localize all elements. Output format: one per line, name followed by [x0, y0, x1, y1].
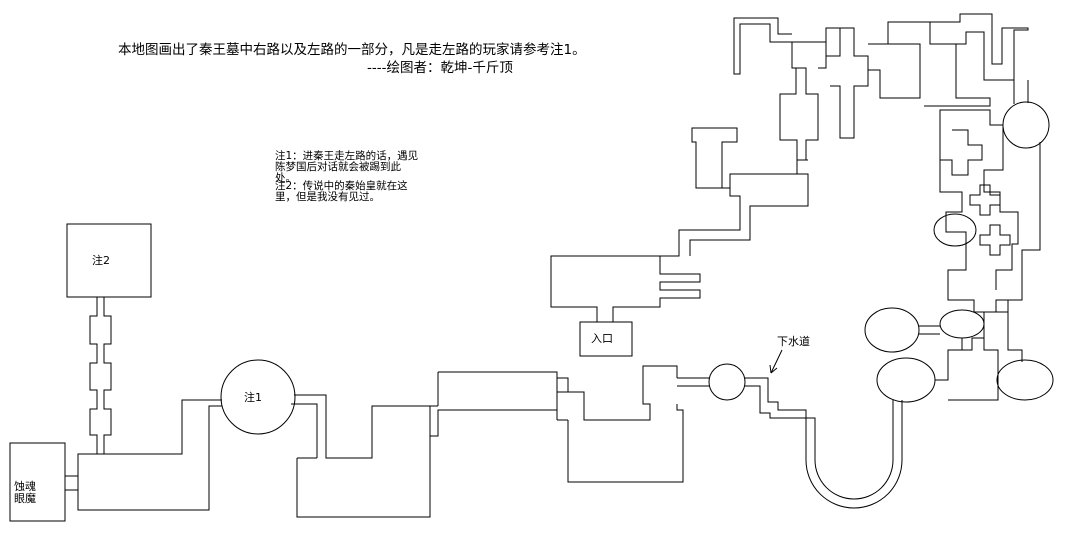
demon-room: [9, 442, 66, 522]
middle-room: [429, 371, 569, 437]
note1-room: [220, 359, 296, 435]
right-cross-rooms: [940, 129, 1011, 256]
east-passage: [677, 377, 710, 387]
oval-west: [864, 307, 920, 353]
note2-room-label: 注2: [92, 254, 110, 267]
note1-room-label: 注1: [244, 391, 262, 404]
right-circle-top: [1002, 101, 1050, 149]
sewer-u-inner: [814, 400, 894, 500]
right-column: [939, 80, 1041, 313]
oval-east: [996, 359, 1054, 401]
north-corridor: [660, 159, 809, 257]
map-title: 本地图画出了秦王墓中右路以及左路的一部分，凡是走左路的玩家请参考注1。: [118, 42, 586, 58]
entrance-hall: [550, 255, 701, 322]
entrance-room: [579, 321, 633, 357]
upper-maze: [739, 21, 991, 220]
sewer-entry: [744, 377, 816, 460]
oval-mid-right: [939, 309, 985, 339]
map-author: ----绘图者：乾坤-千斤顶: [367, 60, 513, 76]
note2-corridor: [89, 297, 112, 454]
top-left-passage: [733, 17, 792, 75]
right-oval-mid: [933, 213, 977, 247]
note2-room: [66, 223, 152, 298]
left-main-room: [65, 399, 222, 511]
demon-room-label: 蚀魂眼魔: [14, 480, 36, 505]
note1-to-south-corridor: [291, 394, 438, 518]
sewer-label: 下水道: [777, 335, 810, 348]
middle-corridor: [556, 365, 684, 483]
sewer-u-outer: [805, 400, 903, 509]
junction-circle: [708, 363, 746, 401]
note-1-text: 注1：进秦王走左路的话，遇见陈梦国后对话就会被踢到此处。: [275, 150, 419, 184]
top-right-passage: [930, 13, 1029, 81]
entrance-label: 入口: [591, 332, 613, 345]
lower-right-maze: [919, 300, 1023, 401]
oval-lower-west: [876, 357, 936, 403]
maze-stub: [691, 127, 738, 189]
note-2-text: 注2：传说中的秦始皇就在这里，但是我没有见过。: [275, 180, 408, 203]
sewer-arrow: [769, 349, 783, 374]
